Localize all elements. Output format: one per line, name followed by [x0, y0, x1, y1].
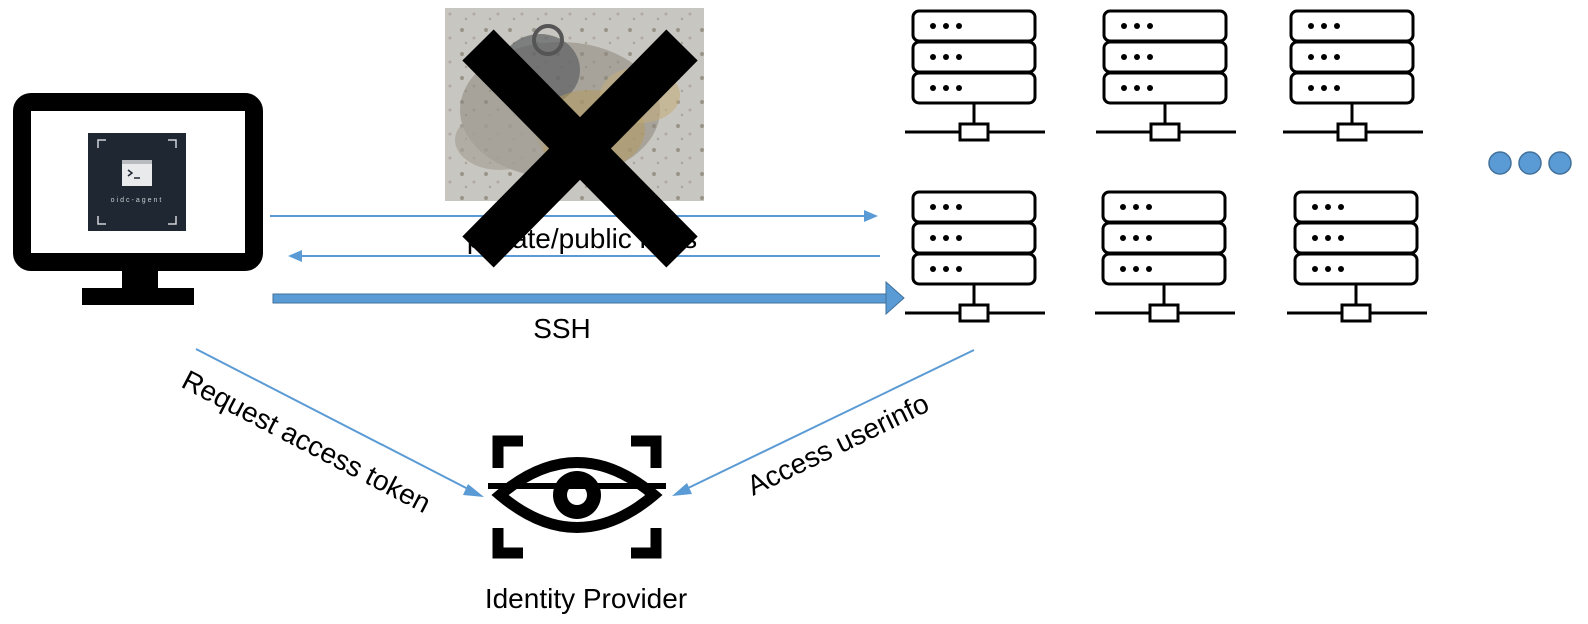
ellipsis-icon	[1488, 151, 1572, 175]
server-icon	[1285, 190, 1429, 323]
cross-mark-icon	[462, 29, 698, 268]
server-cluster	[903, 9, 1429, 323]
server-icon	[1093, 190, 1237, 323]
server-icon	[1094, 9, 1238, 142]
terminal-icon	[122, 160, 152, 186]
request-token-arrow	[195, 348, 484, 497]
server-icon	[903, 190, 1047, 323]
server-icon	[903, 9, 1047, 142]
server-icon	[1281, 9, 1425, 142]
access-userinfo-label: Access userinfo	[742, 387, 933, 501]
request-token-label: Request access token	[177, 364, 436, 519]
keys-arrows	[270, 210, 880, 262]
identity-provider-label: Identity Provider	[485, 583, 687, 614]
eye-scan-icon	[488, 435, 666, 559]
ssh-arrow	[272, 280, 905, 316]
agent-logo-text: oidc-agent	[111, 197, 164, 204]
ssh-label: SSH	[533, 313, 591, 344]
oidc-agent-logo: oidc-agent	[88, 133, 186, 231]
access-userinfo-arrow	[672, 349, 975, 496]
